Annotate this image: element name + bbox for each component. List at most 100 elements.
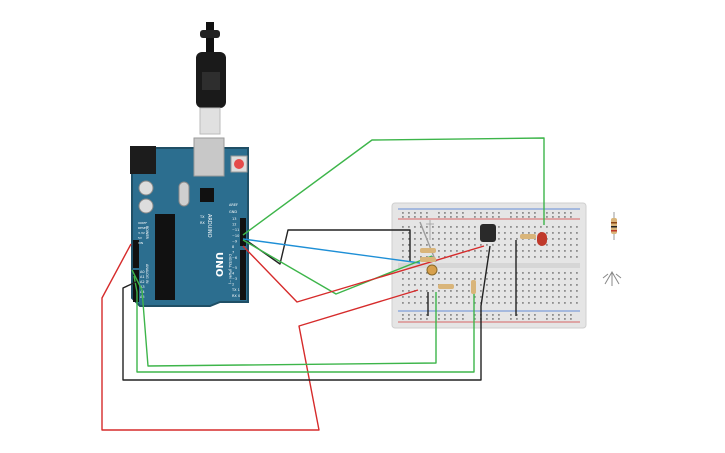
breadboard-hole[interactable] — [468, 290, 470, 292]
breadboard-hole[interactable] — [486, 244, 488, 246]
breadboard-hole[interactable] — [522, 272, 524, 274]
breadboard-hole[interactable] — [420, 290, 422, 292]
breadboard-hole[interactable] — [576, 272, 578, 274]
breadboard-hole[interactable] — [570, 302, 572, 304]
breadboard-hole[interactable] — [456, 272, 458, 274]
breadboard-hole[interactable] — [516, 314, 518, 316]
breadboard-hole[interactable] — [486, 296, 488, 298]
breadboard-hole[interactable] — [402, 250, 404, 252]
breadboard-hole[interactable] — [528, 314, 530, 316]
breadboard-hole[interactable] — [492, 318, 494, 320]
breadboard-hole[interactable] — [492, 212, 494, 214]
breadboard-hole[interactable] — [474, 250, 476, 252]
breadboard-hole[interactable] — [408, 302, 410, 304]
breadboard-hole[interactable] — [456, 244, 458, 246]
breadboard-hole[interactable] — [438, 216, 440, 218]
breadboard-hole[interactable] — [570, 226, 572, 228]
breadboard-hole[interactable] — [450, 302, 452, 304]
breadboard-hole[interactable] — [546, 256, 548, 258]
breadboard-hole[interactable] — [504, 244, 506, 246]
breadboard-hole[interactable] — [558, 250, 560, 252]
breadboard-hole[interactable] — [498, 226, 500, 228]
breadboard-hole[interactable] — [468, 226, 470, 228]
loose-resistor[interactable] — [611, 212, 617, 240]
breadboard-hole[interactable] — [468, 232, 470, 234]
breadboard-hole[interactable] — [420, 256, 422, 258]
breadboard-hole[interactable] — [516, 256, 518, 258]
breadboard-hole[interactable] — [408, 290, 410, 292]
breadboard-hole[interactable] — [522, 302, 524, 304]
breadboard-hole[interactable] — [426, 302, 428, 304]
breadboard-hole[interactable] — [492, 302, 494, 304]
breadboard-hole[interactable] — [546, 278, 548, 280]
breadboard-hole[interactable] — [486, 314, 488, 316]
breadboard-hole[interactable] — [474, 318, 476, 320]
breadboard-hole[interactable] — [570, 272, 572, 274]
breadboard-hole[interactable] — [528, 272, 530, 274]
breadboard-hole[interactable] — [474, 314, 476, 316]
breadboard-hole[interactable] — [438, 314, 440, 316]
breadboard-hole[interactable] — [456, 296, 458, 298]
breadboard-hole[interactable] — [540, 296, 542, 298]
breadboard-hole[interactable] — [564, 284, 566, 286]
breadboard-hole[interactable] — [432, 302, 434, 304]
temperature-sensor[interactable] — [480, 224, 496, 242]
breadboard-hole[interactable] — [414, 318, 416, 320]
breadboard-hole[interactable] — [534, 296, 536, 298]
breadboard-hole[interactable] — [438, 212, 440, 214]
breadboard-hole[interactable] — [408, 250, 410, 252]
breadboard-hole[interactable] — [438, 290, 440, 292]
breadboard-hole[interactable] — [576, 290, 578, 292]
breadboard-hole[interactable] — [474, 212, 476, 214]
breadboard-hole[interactable] — [564, 244, 566, 246]
breadboard-hole[interactable] — [402, 296, 404, 298]
breadboard-hole[interactable] — [450, 314, 452, 316]
breadboard-hole[interactable] — [432, 226, 434, 228]
breadboard-hole[interactable] — [420, 302, 422, 304]
breadboard-hole[interactable] — [522, 278, 524, 280]
breadboard-hole[interactable] — [456, 226, 458, 228]
breadboard-hole[interactable] — [546, 216, 548, 218]
breadboard-hole[interactable] — [564, 250, 566, 252]
breadboard-hole[interactable] — [558, 212, 560, 214]
breadboard-hole[interactable] — [522, 250, 524, 252]
breadboard-hole[interactable] — [552, 256, 554, 258]
breadboard-hole[interactable] — [576, 226, 578, 228]
breadboard-hole[interactable] — [546, 302, 548, 304]
breadboard-hole[interactable] — [432, 278, 434, 280]
breadboard-hole[interactable] — [420, 244, 422, 246]
breadboard-hole[interactable] — [468, 296, 470, 298]
breadboard-hole[interactable] — [438, 226, 440, 228]
breadboard-hole[interactable] — [468, 244, 470, 246]
breadboard-hole[interactable] — [402, 238, 404, 240]
breadboard-hole[interactable] — [450, 318, 452, 320]
breadboard-hole[interactable] — [534, 272, 536, 274]
breadboard-hole[interactable] — [474, 232, 476, 234]
breadboard-hole[interactable] — [510, 314, 512, 316]
breadboard-hole[interactable] — [534, 232, 536, 234]
breadboard-hole[interactable] — [492, 256, 494, 258]
breadboard-hole[interactable] — [444, 232, 446, 234]
breadboard-hole[interactable] — [450, 250, 452, 252]
resistor[interactable] — [420, 257, 436, 262]
breadboard-hole[interactable] — [516, 244, 518, 246]
breadboard-hole[interactable] — [408, 278, 410, 280]
breadboard-hole[interactable] — [522, 212, 524, 214]
breadboard-hole[interactable] — [462, 302, 464, 304]
breadboard-hole[interactable] — [414, 212, 416, 214]
breadboard-hole[interactable] — [420, 226, 422, 228]
breadboard-hole[interactable] — [516, 232, 518, 234]
breadboard-hole[interactable] — [444, 212, 446, 214]
breadboard-hole[interactable] — [414, 296, 416, 298]
breadboard-hole[interactable] — [474, 226, 476, 228]
breadboard-hole[interactable] — [546, 212, 548, 214]
breadboard-hole[interactable] — [438, 296, 440, 298]
breadboard-hole[interactable] — [432, 296, 434, 298]
breadboard-hole[interactable] — [534, 290, 536, 292]
breadboard-hole[interactable] — [402, 318, 404, 320]
breadboard-hole[interactable] — [402, 244, 404, 246]
breadboard-hole[interactable] — [510, 216, 512, 218]
breadboard-hole[interactable] — [426, 296, 428, 298]
breadboard-hole[interactable] — [570, 232, 572, 234]
breadboard-hole[interactable] — [552, 272, 554, 274]
